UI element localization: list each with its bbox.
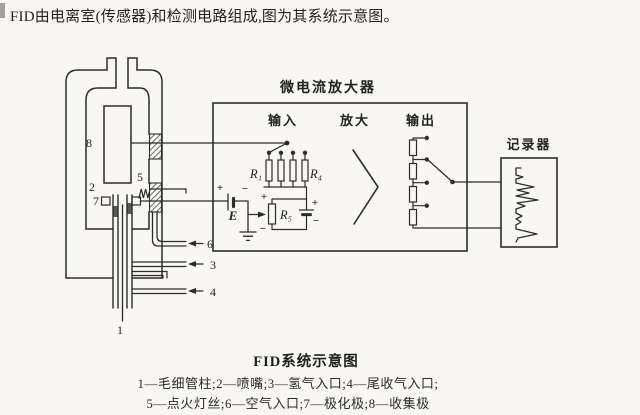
resistor-r5 [267,203,277,225]
amplifier-box [212,102,502,252]
label-filament: 5 [137,170,143,184]
resistor-r4 [301,159,309,182]
bank-bottom-rail [263,186,308,200]
intro-text: FID由电离室(传感器)和检测电路组成,图为其系统示意图。 [10,9,399,25]
label-air-inlet: 6 [207,237,213,251]
arrow-left-icon [188,261,196,267]
selector-contact [278,150,284,155]
air-inlet-tube [151,211,187,247]
r1-label: R₁ [249,167,262,181]
filament-lead [149,188,187,194]
label-makeup-inlet: 4 [210,285,216,299]
loop-wires [271,198,308,231]
detector-assembly [65,57,288,322]
scan-blemish [0,3,5,18]
resistor-r2 [277,159,285,182]
input-selector-arm [269,142,288,153]
resistor-top-leads [268,152,306,161]
tap-contact [424,180,429,185]
label-column: 1 [117,323,123,337]
attenuator-resistor [408,139,418,157]
ignition-filament-coil [138,188,151,199]
label-hydrogen-inlet: 3 [210,258,216,272]
ground-icon [239,231,257,242]
amplifier-outline [212,102,468,252]
recorder-box [500,157,558,248]
resistor-r3 [289,159,297,182]
vessel-right-wall [127,57,163,279]
arrow-right-icon [258,211,266,218]
recorder-outline [500,157,558,248]
label-polarizer: 7 [93,194,99,208]
resistor-r1 [265,159,273,182]
polarizing-electrode-left [100,196,111,206]
base-flange-lines [131,270,168,279]
input-resistor-bank [263,140,309,200]
label-collector: 8 [86,136,92,150]
label-nozzle: 2 [89,180,95,194]
attenuator-resistor [408,185,418,203]
output-section-label: 输出 [406,113,436,128]
r5-label: R₅ [279,208,292,222]
arrow-left-icon [188,240,196,247]
output-attenuator [408,135,455,229]
jet-tube [112,194,133,309]
collector-electrode [103,105,132,184]
chromatogram-trace [515,167,539,243]
arrow-left-icon [188,288,196,294]
r4-label: R₄ [309,167,322,181]
insulator-hatch-lower [148,182,163,213]
minus-sign: − [313,215,319,227]
selector-contact [266,150,272,155]
attenuator-resistor [408,162,418,180]
plus-sign: + [312,197,318,209]
amplifier-title: 微电流放大器 [279,79,376,96]
amplifier-chevron-icon [352,149,379,225]
plus-sign: + [217,182,223,194]
detector-part-labels: 8 2 7 5 1 6 3 4 [86,136,216,337]
vessel-left-wall [65,57,117,279]
hydrogen-inlet-tube [131,261,187,268]
insulator-hatch-upper [148,133,163,160]
figure-legend-line2: 5—点火灯丝;6—空气入口;7—极化极;8—收集极 [146,396,430,411]
battery-e-label: E [228,208,238,223]
jet-tip-shade [127,203,132,214]
plus-sign: + [261,191,267,203]
resistor-bottom-leads [268,180,306,188]
minus-sign: − [242,183,248,195]
amplifier-labels: 微电流放大器 输入 放大 输出 R₁ R₄ R₅ E + − + − + − [217,79,436,235]
minus-sign: − [260,223,266,235]
battery-wire [232,200,249,233]
jet-tip-shade [113,206,118,217]
selector-contact [290,150,296,155]
output-selector-arm [427,159,453,183]
air-inlet-tube [156,211,187,243]
bias-battery [227,193,266,242]
selector-contact [302,150,308,155]
tap-contact [424,203,429,208]
input-section-label: 输入 [268,113,298,128]
amplify-section-label: 放大 [339,113,370,128]
figure-legend-line1: 1—毛细管柱;2—喷嘴;3—氢气入口;4—尾收气入口; [137,376,439,391]
makeup-inlet-tube [131,288,187,295]
zero-adjust-loop [267,198,315,231]
attenuator-resistor [408,208,418,226]
tap-contact [424,135,429,141]
tap-leads [412,137,426,207]
figure-caption-title: FID系统示意图 [253,354,359,370]
recorder-title: 记录器 [506,137,551,152]
